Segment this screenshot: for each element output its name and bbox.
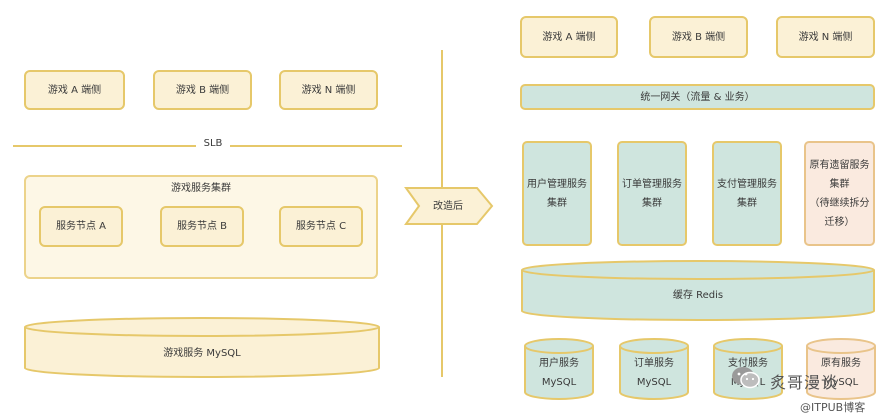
- user-db-line1: 用户服务: [539, 358, 579, 369]
- legacy-db-label: 原有服务 MySQL: [807, 354, 875, 392]
- redis-label: 缓存 Redis: [672, 289, 724, 301]
- transition-arrow: [404, 187, 494, 225]
- legacy-service-line3: （待继续拆分: [809, 197, 870, 209]
- legacy-service-cluster: 原有遗留服务 集群 （待继续拆分 迁移）: [804, 141, 875, 246]
- before-client-b-label: 游戏 B 端侧: [175, 84, 230, 96]
- before-node-c-label: 服务节点 C: [295, 221, 347, 232]
- legacy-db-line2: MySQL: [823, 377, 859, 388]
- legacy-service-line4: 迁移）: [824, 216, 855, 228]
- after-client-n: 游戏 N 端侧: [776, 16, 875, 58]
- watermark-sub: @ITPUB博客: [800, 401, 866, 414]
- user-service-line2: 集群: [547, 197, 567, 209]
- user-db-label: 用户服务 MySQL: [525, 354, 593, 392]
- legacy-service-line1: 原有遗留服务: [809, 159, 870, 171]
- before-client-n: 游戏 N 端侧: [279, 70, 378, 110]
- watermark-main: 炙哥漫谈: [770, 373, 839, 392]
- before-db-label: 游戏服务 MySQL: [163, 347, 241, 359]
- before-node-c: 服务节点 C: [279, 206, 363, 247]
- before-node-b-label: 服务节点 B: [176, 221, 228, 232]
- before-node-a: 服务节点 A: [39, 206, 123, 247]
- before-node-a-label: 服务节点 A: [55, 221, 107, 232]
- transition-label: 改造后: [433, 200, 463, 212]
- payment-service-cluster: 支付管理服务 集群: [712, 141, 782, 246]
- after-client-b-label: 游戏 B 端侧: [671, 31, 726, 43]
- order-db-label: 订单服务 MySQL: [620, 354, 688, 392]
- payment-service-line1: 支付管理服务: [717, 178, 777, 190]
- payment-db-line1: 支付服务: [728, 358, 768, 369]
- after-client-b: 游戏 B 端侧: [649, 16, 748, 58]
- unified-gateway: 统一网关（流量 & 业务）: [520, 84, 875, 110]
- after-client-n-label: 游戏 N 端侧: [798, 31, 853, 43]
- slb-label: SLB: [196, 138, 230, 149]
- after-db-cylinder-order: [619, 338, 689, 400]
- after-db-cylinder-legacy: [806, 338, 876, 400]
- before-node-b: 服务节点 B: [160, 206, 244, 247]
- payment-service-line2: 集群: [737, 197, 757, 209]
- wechat-icon: [732, 367, 760, 389]
- before-client-a-label: 游戏 A 端侧: [47, 84, 102, 96]
- user-service-cluster: 用户管理服务 集群: [522, 141, 592, 246]
- order-service-cluster: 订单管理服务 集群: [617, 141, 687, 246]
- before-client-n-label: 游戏 N 端侧: [301, 84, 356, 96]
- order-db-line1: 订单服务: [634, 358, 674, 369]
- after-db-cylinder-user: [524, 338, 594, 400]
- order-service-line1: 订单管理服务: [622, 178, 682, 190]
- order-db-line2: MySQL: [636, 377, 672, 388]
- before-db-cylinder: [24, 317, 380, 378]
- gateway-label: 统一网关（流量 & 业务）: [640, 91, 755, 103]
- order-service-line2: 集群: [642, 197, 662, 209]
- after-client-a: 游戏 A 端侧: [520, 16, 618, 58]
- legacy-db-line1: 原有服务: [821, 358, 861, 369]
- before-cluster-title: 游戏服务集群: [171, 183, 231, 194]
- user-service-line1: 用户管理服务: [527, 178, 587, 190]
- before-client-a: 游戏 A 端侧: [24, 70, 125, 110]
- legacy-service-line2: 集群: [829, 178, 850, 190]
- before-client-b: 游戏 B 端侧: [153, 70, 252, 110]
- redis-cylinder: [521, 260, 875, 321]
- after-client-a-label: 游戏 A 端侧: [542, 31, 596, 43]
- user-db-line2: MySQL: [541, 377, 577, 388]
